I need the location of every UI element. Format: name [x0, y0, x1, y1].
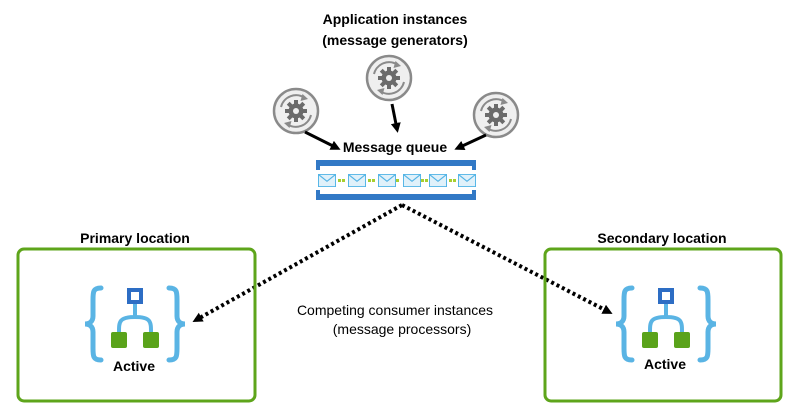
workflow-icon: [616, 288, 716, 360]
message-queue: [316, 160, 476, 200]
generators-title: Application instances: [323, 11, 468, 27]
envelope-icon: [378, 174, 396, 187]
envelope-icon: [318, 174, 336, 187]
envelope-icon: [429, 174, 447, 187]
envelope-icon: [403, 174, 421, 187]
primary-location-box: [16, 247, 257, 403]
generators-subtitle: (message generators): [322, 32, 468, 48]
consumers-subtitle: (message processors): [333, 321, 472, 337]
primary-location-label: Primary location: [80, 230, 190, 246]
consumers-title: Competing consumer instances: [297, 302, 493, 318]
instance-1-arrow: [304, 130, 341, 150]
secondary-location-label: Secondary location: [597, 230, 726, 246]
envelope-icon: [348, 174, 366, 187]
workflow-icon: [85, 288, 185, 360]
secondary-consumer-arrow: [401, 203, 613, 314]
app-instance-1-icon: [272, 87, 320, 135]
instance-3-arrow: [454, 133, 487, 151]
instance-2-arrow: [390, 103, 401, 133]
secondary-location-box: [543, 247, 783, 403]
secondary-status: Active: [644, 356, 686, 372]
queue-label: Message queue: [343, 139, 447, 155]
envelope-icon: [458, 174, 476, 187]
app-instance-2-icon: [365, 54, 413, 102]
primary-status: Active: [113, 358, 155, 374]
app-instance-3-icon: [472, 91, 520, 139]
